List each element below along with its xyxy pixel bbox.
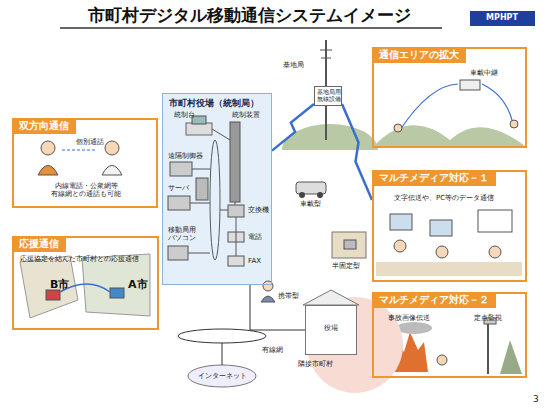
node-text: 応援協定を結んだ市町村との応援通信 <box>20 255 156 263</box>
part-label: 移動局用 パソコン <box>168 226 208 243</box>
node-heading: 双方向通信 <box>12 118 76 134</box>
radio-link <box>342 104 372 200</box>
node-text: B市 <box>50 278 69 291</box>
node-heading: 応援通信 <box>12 236 66 252</box>
part-label: 携帯型 <box>278 292 299 300</box>
node-heading: 役場 <box>324 324 338 332</box>
node-heading: 基地局 <box>283 61 304 69</box>
node-text: A市 <box>128 278 148 291</box>
feature-box: マルチメディア対応－２ 事故画像伝送 定点監視 <box>372 292 527 378</box>
node-heading: マルチメディア対応－１ <box>372 170 496 186</box>
node-text: 車載中継 <box>470 69 498 77</box>
feature-box: 双方向通信個別通話内線電話・公衆網等 有線網との通話も可能 <box>12 118 158 208</box>
node-heading: 市町村役場（統制局） <box>169 98 259 109</box>
radio-link <box>272 104 314 151</box>
feature-box: マルチメディア対応－１ 文字伝送や、PC等のデータ通信 <box>372 170 527 282</box>
node-heading: マルチメディア対応－２ <box>372 292 496 308</box>
part-label: 電話 <box>248 233 262 241</box>
part-label: 遠隔制御器 <box>168 152 203 160</box>
part-label: 半固定型 <box>332 262 360 270</box>
wired-line <box>250 285 305 330</box>
node-text: 事故画像伝送 <box>388 314 430 322</box>
node-heading: 通信エリアの拡大 <box>372 47 466 63</box>
node-heading: MPHPT <box>472 13 532 23</box>
node-text: 定点監視 <box>474 314 502 322</box>
node-text: 基地局用 無線設備 <box>317 89 339 102</box>
logo-box: MPHPT <box>470 11 535 26</box>
node-text: 隣接市町村 <box>298 360 333 368</box>
part-label: 有線網 <box>262 346 283 354</box>
part-label: 交換機 <box>248 206 269 214</box>
page-number: 3 <box>533 394 539 405</box>
part-label: サーバ <box>168 184 189 192</box>
neighbour-office: 役場隣接市町村 <box>305 305 357 355</box>
node-text: 文字伝送や、PC等のデータ通信 <box>394 194 524 202</box>
feature-box: 応援通信応援協定を結んだ市町村との応援通信 B市 A市 <box>12 236 159 330</box>
part-label: 統制台 <box>174 111 195 119</box>
feature-box: 通信エリアの拡大車載中継 <box>372 47 527 148</box>
node-text: 内線電話・公衆網等 有線網との通話も可能 <box>38 182 134 199</box>
base-station-box: 基地局基地局用 無線設備 <box>314 86 342 106</box>
node-text: 個別通話 <box>76 138 104 146</box>
part-label: FAX <box>248 257 261 265</box>
part-label: インターネット <box>198 372 247 380</box>
part-label: 車載型 <box>300 200 321 208</box>
title: 市町村デジタル移動通信システムイメージ <box>88 4 411 27</box>
part-label: 統制装置 <box>232 111 260 119</box>
